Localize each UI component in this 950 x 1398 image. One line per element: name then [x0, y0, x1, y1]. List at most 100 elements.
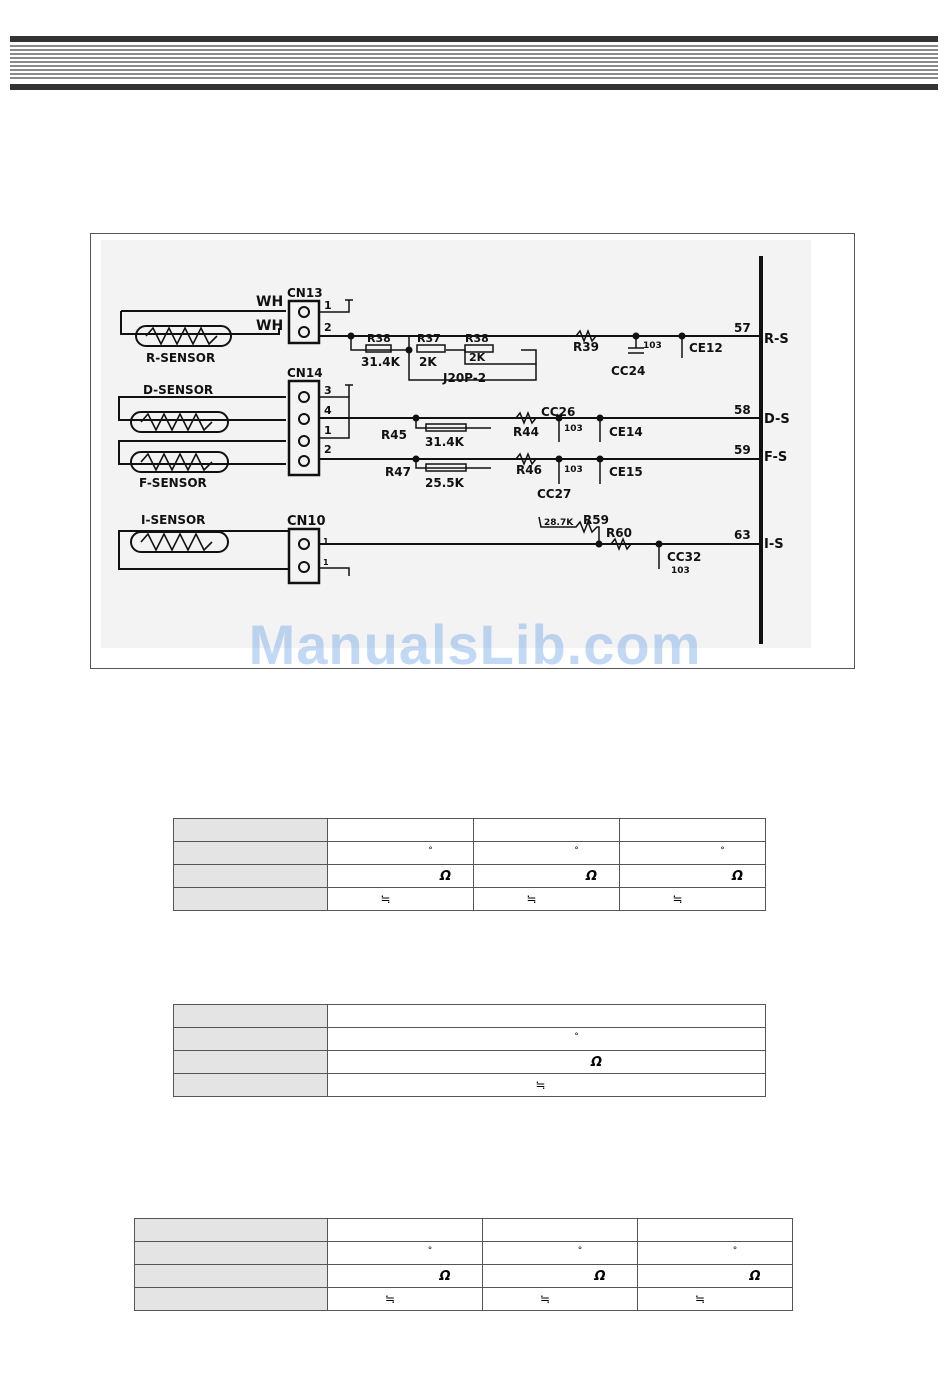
table-row [134, 1218, 793, 1242]
table-cell: ° [482, 1241, 638, 1265]
table-cell [173, 887, 328, 911]
pin-59-name: F-S [764, 450, 787, 465]
r38b-label: R38 [465, 332, 489, 345]
ohm-symbol: Ω [594, 1268, 606, 1284]
table-cell: ° [327, 1241, 483, 1265]
r37-value: 2K [419, 355, 437, 369]
r37-label: R37 [417, 332, 441, 345]
table-cell: Ω [619, 864, 766, 888]
table-row: Ω Ω Ω [134, 1264, 793, 1288]
cc27-value: 103 [564, 465, 583, 475]
f-sensor-thermistor [118, 440, 286, 473]
cn10-connector [287, 527, 321, 585]
cc26-value: 103 [564, 424, 583, 434]
table-cell: ≒ [637, 1287, 793, 1311]
table-cell [327, 1004, 766, 1028]
approx-symbol: ≒ [672, 892, 683, 906]
ce14-label: CE14 [609, 425, 643, 439]
pin-58-name: D-S [764, 412, 790, 427]
pin-57-name: R-S [764, 332, 789, 347]
d-sensor-label: D-SENSOR [143, 383, 213, 397]
degree-symbol: ° [720, 846, 725, 856]
table-cell [173, 1004, 328, 1028]
table-row: ° [173, 1027, 766, 1051]
table-row: ° ° ° [134, 1241, 793, 1265]
table-cell [134, 1287, 328, 1311]
table-row [173, 1004, 766, 1028]
sensor-spec-table-3: ° ° ° Ω Ω Ω ≒ ≒ ≒ [134, 1218, 793, 1311]
cn13-pin-2: 2 [324, 321, 332, 334]
approx-symbol: ≒ [539, 1292, 551, 1306]
cc24-label: CC24 [611, 364, 645, 378]
ohm-symbol: Ω [439, 868, 452, 884]
table-row [173, 818, 766, 842]
approx-symbol: ≒ [384, 1292, 396, 1306]
r46-label: R46 [516, 463, 542, 477]
r45-label: R45 [381, 428, 407, 442]
table-row: Ω Ω Ω [173, 864, 766, 888]
cc27-label: CC27 [537, 487, 571, 501]
table-cell [173, 818, 328, 842]
r59-value: 28.7K [544, 518, 574, 528]
cc24-value: 103 [643, 341, 662, 351]
approx-symbol: ≒ [380, 892, 391, 906]
cn14-connector [287, 379, 321, 477]
table-cell [134, 1241, 328, 1265]
table-cell: ° [327, 841, 474, 865]
table-cell: Ω [327, 1264, 483, 1288]
cn14-pin-4: 4 [324, 404, 332, 417]
table-cell [173, 1073, 328, 1097]
table-cell: Ω [327, 864, 474, 888]
ohm-symbol: Ω [585, 868, 598, 884]
ce15-label: CE15 [609, 465, 643, 479]
degree-symbol: ° [574, 1032, 579, 1042]
cn13-label: CN13 [287, 286, 323, 300]
table-cell: ° [637, 1241, 793, 1265]
pin-58-number: 58 [734, 403, 751, 417]
r59-label: R59 [583, 513, 609, 527]
table-cell: ≒ [482, 1287, 638, 1311]
sensor-spec-table-1: ° ° ° Ω Ω Ω ≒ ≒ ≒ [173, 818, 766, 911]
cc26-label: CC26 [541, 405, 575, 419]
r38a-label: R38 [367, 332, 391, 345]
ohm-symbol: Ω [590, 1054, 603, 1070]
table-cell: Ω [482, 1264, 638, 1288]
table-cell: ° [619, 841, 766, 865]
wire-label-wh-2: WH [256, 318, 283, 334]
r44-label: R44 [513, 425, 539, 439]
cn14-pin-2: 2 [324, 443, 332, 456]
table-row: ° ° ° [173, 841, 766, 865]
cn13-pin-1: 1 [324, 299, 332, 312]
i-sensor-label: I-SENSOR [141, 513, 205, 527]
cn13-connector [287, 299, 321, 345]
r45-value: 31.4K [425, 435, 465, 449]
cn10-label: CN10 [287, 514, 326, 529]
table-row: Ω [173, 1050, 766, 1074]
r-sensor-thermistor [120, 310, 286, 347]
f-sensor-label: F-SENSOR [139, 476, 207, 490]
table-cell [619, 818, 766, 842]
table-cell [134, 1218, 328, 1242]
r60-label: R60 [606, 526, 632, 540]
table-cell: ≒ [327, 1073, 766, 1097]
r38b-value: 2K [469, 351, 486, 364]
table-cell [134, 1264, 328, 1288]
approx-symbol: ≒ [535, 1078, 546, 1092]
table-cell: Ω [473, 864, 620, 888]
table-cell: Ω [327, 1050, 766, 1074]
table-cell [327, 818, 474, 842]
ohm-symbol: Ω [731, 868, 744, 884]
cn10-pin-top: 1 [323, 537, 329, 546]
d-sensor-thermistor [118, 396, 286, 433]
r47-value: 25.5K [425, 476, 465, 490]
r39-label: R39 [573, 340, 599, 354]
table-cell: ° [327, 1027, 766, 1051]
table-cell [473, 818, 620, 842]
cn14-label: CN14 [287, 366, 323, 380]
pin-59-number: 59 [734, 443, 751, 457]
sensor-spec-table-2: ° Ω ≒ [173, 1004, 766, 1097]
table-cell [637, 1218, 793, 1242]
cn10-pin-bottom: 1 [323, 558, 329, 567]
table-cell [327, 1218, 483, 1242]
degree-symbol: ° [428, 846, 433, 856]
